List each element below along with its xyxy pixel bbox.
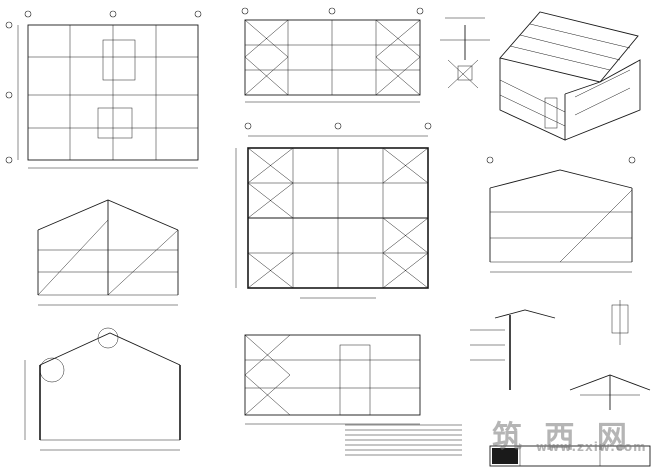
grid-bubble — [334, 122, 342, 130]
base-plan-opening — [97, 107, 133, 139]
right-elevation-bracing — [559, 189, 633, 263]
grid-bubble — [194, 10, 202, 18]
frame-rafter — [39, 332, 181, 366]
detail-section-view — [470, 300, 629, 390]
isometric-view — [499, 11, 641, 141]
roof-plan-outline — [244, 19, 421, 96]
section-rafter — [494, 309, 556, 319]
grid-bubble — [328, 7, 336, 15]
front-elevation-outline — [244, 334, 421, 416]
right-elevation-roof — [489, 169, 633, 189]
detail-node-plate — [457, 65, 473, 81]
floor-plan-bracing — [247, 182, 429, 254]
grid-bubble — [416, 7, 424, 15]
front-elevation-bracing — [244, 334, 291, 416]
iso-purlin — [529, 23, 631, 49]
notes-block — [345, 424, 462, 456]
floor-plan-bracing — [247, 147, 294, 289]
watermark-url: www.zxiw.com — [536, 440, 647, 454]
iso-purlin — [509, 45, 611, 71]
title-block-logo — [492, 448, 518, 464]
base-plan-opening — [102, 39, 136, 81]
elevation-left-bottom-view — [24, 327, 181, 451]
iso-purlin — [519, 34, 621, 61]
watermark-logo: 筑 西 网 — [492, 420, 633, 455]
detail-node-view — [440, 17, 490, 89]
iso-girt — [574, 69, 631, 116]
grid-bubble — [424, 122, 432, 130]
iso-girt — [499, 79, 566, 127]
grid-bubble — [109, 10, 117, 18]
roof-plan-bracing — [375, 19, 421, 96]
iso-door — [544, 97, 558, 129]
roof-plan-bracing — [244, 19, 289, 96]
title-block — [489, 445, 651, 467]
detail-apex-view — [569, 374, 651, 410]
roof-plan-view — [241, 7, 424, 103]
frame-detail-callout — [39, 357, 65, 383]
grid-bubble — [5, 21, 13, 29]
elevation-right-view — [486, 156, 636, 273]
grid-bubble — [24, 10, 32, 18]
grid-bubble — [241, 7, 249, 15]
detail-node-bracing — [447, 59, 479, 89]
section-purlin-plate — [611, 304, 629, 334]
title-block-frame — [489, 445, 651, 467]
grid-bubble — [244, 122, 252, 130]
floor-plan-view — [235, 122, 432, 299]
elevation-front-view — [244, 334, 421, 425]
elevation-left-top-view — [37, 199, 179, 306]
iso-roof-left — [499, 11, 639, 83]
base-plan-view — [5, 10, 202, 169]
grid-bubble — [628, 156, 636, 164]
grid-bubble — [486, 156, 494, 164]
iso-wall-front — [499, 58, 566, 141]
floor-plan-bracing — [382, 147, 429, 289]
grid-bubble — [5, 91, 13, 99]
frame-detail-callout — [97, 327, 119, 349]
iso-wall-side — [564, 59, 641, 141]
front-elevation-door — [339, 344, 371, 416]
grid-bubble — [5, 156, 13, 164]
elevation-bracing — [37, 219, 179, 296]
